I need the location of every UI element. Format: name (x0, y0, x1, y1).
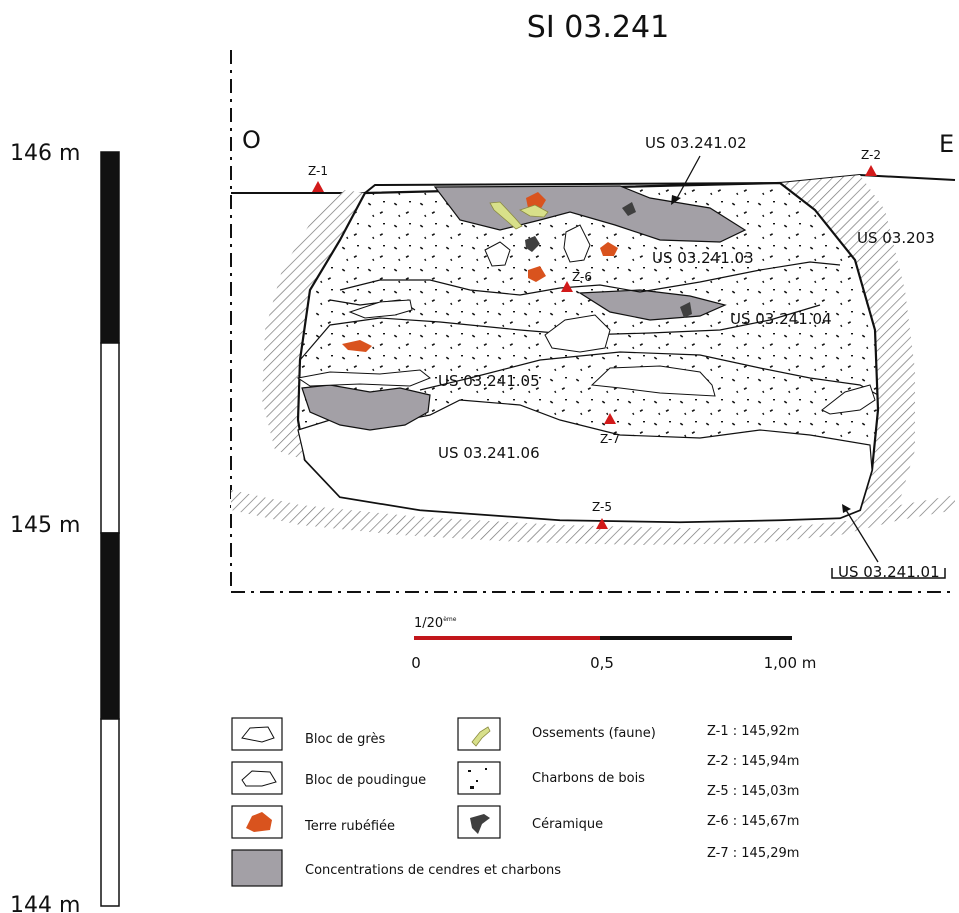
scale-segment-white-bottom (100, 718, 120, 907)
terre-rubefiee-3 (528, 266, 546, 282)
marker-z6-label: Z-6 (572, 270, 592, 284)
scale-bar-black (600, 636, 792, 640)
legend-label-cendres: Concentrations de cendres et charbons (305, 863, 561, 878)
marker-z1-label: Z-1 (308, 164, 328, 178)
marker-z1 (312, 181, 324, 192)
block-gres-1 (484, 241, 511, 267)
elevation-label-145: 145 m (10, 513, 80, 538)
scale-bar-red (414, 636, 600, 640)
ceramique-2 (525, 236, 540, 252)
east-label: E (939, 130, 954, 158)
block-poudingue-2 (348, 299, 413, 319)
block-gres-4 (590, 365, 716, 397)
block-poudingue-3 (821, 384, 876, 415)
ash-concentration-top (433, 185, 747, 243)
scale-tick-mid: 0,5 (590, 654, 614, 672)
legend-label-charbons: Charbons de bois (532, 771, 645, 786)
scale-tick-0: 0 (411, 654, 421, 672)
scale-ratio: 1/20ème (414, 616, 457, 631)
us-203-wall (780, 175, 915, 530)
ceramique-3 (680, 302, 692, 318)
block-gres-3 (544, 314, 611, 353)
bone-icon (471, 726, 491, 747)
marker-z2 (865, 165, 877, 176)
label-us-05: US 03.241.05 (438, 372, 540, 390)
section-frame (230, 50, 955, 593)
marker-z5-label: Z-5 (592, 500, 612, 514)
terre-rubefiee-1 (526, 192, 546, 210)
terre-icon (246, 812, 272, 832)
us-01-lining (231, 490, 955, 545)
us-06-layer (297, 399, 873, 523)
label-us-01: US 03.241.01 (838, 563, 940, 581)
label-us-02: US 03.241.02 (645, 134, 747, 152)
terre-rubefiee-2 (600, 242, 618, 256)
scale-tick-end: 1,00 m (764, 654, 817, 672)
legend-label-gres: Bloc de grès (305, 732, 385, 747)
marker-z6 (561, 281, 573, 292)
legend-label-terre: Terre rubéfiée (304, 819, 395, 834)
charcoal-icon (468, 770, 471, 772)
ash-concentration-left (301, 384, 431, 431)
label-us-03: US 03.241.03 (652, 249, 754, 267)
label-us-06: US 03.241.06 (438, 444, 540, 462)
elevation-markers (312, 165, 877, 529)
legend-label-ossements: Ossements (faune) (532, 726, 656, 741)
ossement-1 (489, 201, 523, 230)
scale-segment-white-top (100, 342, 120, 534)
marker-z2-label: Z-2 (861, 148, 881, 162)
legend: Bloc de grès Bloc de poudingue Terre rub… (231, 717, 799, 887)
scale-segment-black-bottom (100, 532, 120, 720)
gres-icon (241, 726, 275, 743)
arrow-us-02 (671, 195, 681, 205)
marker-z5 (596, 518, 608, 529)
terre-rubefiee-4 (342, 340, 372, 352)
legend-swatch-cendres (231, 849, 283, 887)
arrow-us-01 (842, 504, 851, 513)
marker-z7-label: Z-7 (600, 432, 620, 446)
elevation-label-144: 144 m (10, 893, 80, 913)
legend-label-poudingue: Bloc de poudingue (305, 773, 426, 788)
label-us-203: US 03.203 (857, 229, 935, 247)
label-us-04: US 03.241.04 (730, 310, 832, 328)
elevation-z2: Z-2 : 145,94m (707, 754, 799, 769)
bracket-us-01 (831, 568, 946, 579)
elevation-scale: 146 m 145 m 144 m (10, 141, 120, 913)
elevation-z5: Z-5 : 145,03m (707, 784, 799, 799)
block-gres-2 (563, 224, 591, 263)
marker-z7 (604, 413, 616, 424)
leader-us-01 (845, 509, 879, 563)
elevation-z1: Z-1 : 145,92m (707, 724, 799, 739)
elevation-label-146: 146 m (10, 141, 80, 166)
legend-swatch-charbons (457, 761, 501, 795)
elevation-z7: Z-7 : 145,29m (707, 846, 799, 861)
block-poudingue-1 (296, 369, 431, 387)
page-title: SI 03.241 (527, 10, 669, 45)
scale-segment-black-top (100, 151, 120, 344)
leader-us-02 (675, 155, 701, 201)
left-wall-hatch (262, 190, 365, 460)
ossement-2 (519, 204, 549, 218)
legend-label-ceramique: Céramique (532, 817, 603, 832)
west-label: O (242, 126, 261, 154)
ceramique-1 (622, 202, 636, 216)
scale-bar: 1/20ème 0 0,5 1,00 m (411, 616, 816, 672)
elevation-z6: Z-6 : 145,67m (707, 814, 799, 829)
ceramic-icon (470, 814, 490, 834)
poudingue-icon (241, 770, 277, 787)
